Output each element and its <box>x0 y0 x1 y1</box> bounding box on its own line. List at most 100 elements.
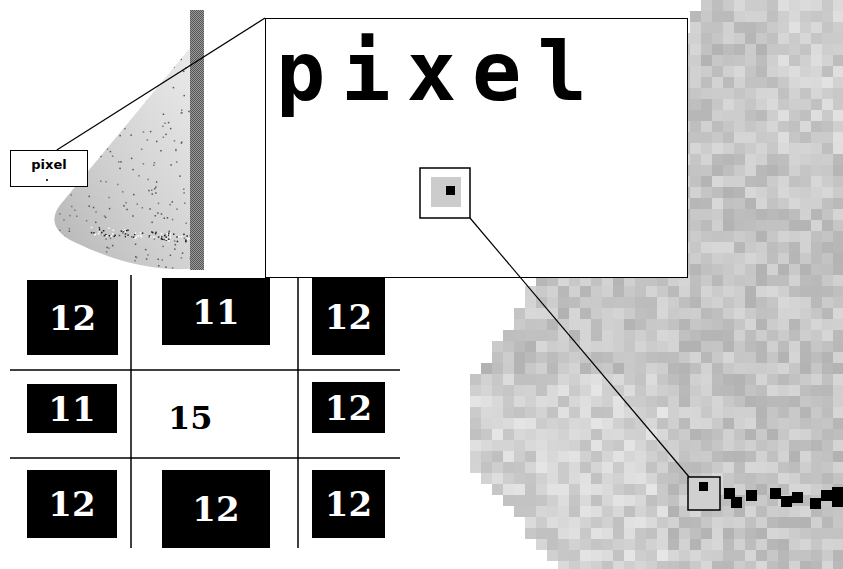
image-pixel <box>789 176 800 187</box>
image-pixel <box>811 99 822 110</box>
image-pixel <box>492 385 503 396</box>
image-pixel <box>778 253 789 264</box>
image-pixel <box>591 319 602 330</box>
image-pixel <box>591 451 602 462</box>
image-speck <box>183 95 185 97</box>
image-speck <box>138 175 140 177</box>
image-pixel <box>613 451 624 462</box>
image-pixel <box>591 506 602 517</box>
image-pixel <box>492 352 503 363</box>
image-pixel <box>701 528 712 539</box>
image-speck <box>131 236 133 238</box>
image-pixel <box>833 451 843 462</box>
image-pixel <box>833 209 843 220</box>
image-speck <box>122 232 124 234</box>
image-pixel <box>701 11 712 22</box>
image-pixel <box>789 363 800 374</box>
image-pixel <box>756 385 767 396</box>
image-pixel <box>558 374 569 385</box>
image-pixel <box>591 495 602 506</box>
image-pixel <box>833 187 843 198</box>
image-pixel <box>756 22 767 33</box>
image-pixel <box>822 451 833 462</box>
image-speck <box>83 247 85 249</box>
image-pixel <box>536 330 547 341</box>
image-pixel <box>734 517 745 528</box>
image-pixel <box>723 539 734 550</box>
image-pixel <box>690 110 701 121</box>
image-speck <box>123 230 125 232</box>
image-pixel <box>811 451 822 462</box>
image-pixel <box>756 473 767 484</box>
image-pixel <box>723 451 734 462</box>
grid-line <box>130 275 132 548</box>
image-pixel <box>558 440 569 451</box>
image-pixel <box>833 121 843 132</box>
image-pixel <box>558 341 569 352</box>
image-speck <box>137 203 139 205</box>
image-pixel <box>602 330 613 341</box>
image-speck <box>135 233 137 235</box>
zoom-pixel-ground <box>431 177 461 207</box>
image-pixel <box>811 264 822 275</box>
image-pixel <box>822 198 833 209</box>
image-pixel <box>811 517 822 528</box>
image-pixel <box>756 99 767 110</box>
image-speck <box>143 163 145 165</box>
image-pixel <box>580 374 591 385</box>
image-pixel <box>690 440 701 451</box>
image-pixel <box>822 561 833 569</box>
image-pixel <box>789 528 800 539</box>
image-pixel <box>657 396 668 407</box>
image-speck <box>165 43 167 45</box>
image-pixel <box>558 352 569 363</box>
image-speck <box>153 165 155 167</box>
image-pixel <box>525 528 536 539</box>
image-pixel <box>789 77 800 88</box>
image-speck <box>124 229 126 231</box>
image-pixel <box>800 253 811 264</box>
image-pixel <box>624 429 635 440</box>
image-pixel <box>646 319 657 330</box>
image-pixel <box>745 264 756 275</box>
image-speck <box>122 191 124 193</box>
image-pixel <box>712 451 723 462</box>
image-pixel <box>547 462 558 473</box>
image-speck <box>69 215 71 217</box>
image-pixel <box>635 473 646 484</box>
image-speck <box>110 238 112 240</box>
image-pixel <box>701 55 712 66</box>
image-pixel <box>789 143 800 154</box>
image-speck <box>132 44 134 46</box>
image-pixel <box>536 341 547 352</box>
value-cell: 12 <box>27 470 117 538</box>
image-speck <box>158 49 160 51</box>
image-pixel <box>712 110 723 121</box>
image-pixel <box>756 429 767 440</box>
image-pixel <box>800 451 811 462</box>
image-pixel <box>778 550 789 561</box>
image-pixel <box>690 418 701 429</box>
image-pixel <box>470 385 481 396</box>
image-pixel <box>833 264 843 275</box>
image-pixel <box>767 33 778 44</box>
image-pixel <box>481 385 492 396</box>
image-speck <box>181 109 183 111</box>
image-pixel <box>745 176 756 187</box>
image-speck <box>150 131 152 133</box>
image-pixel <box>624 506 635 517</box>
image-pixel <box>690 231 701 242</box>
image-speck <box>156 141 158 143</box>
image-pixel <box>822 539 833 550</box>
image-pixel <box>822 528 833 539</box>
image-pixel <box>547 418 558 429</box>
image-pixel <box>778 308 789 319</box>
image-pixel <box>745 22 756 33</box>
image-speck <box>183 71 185 73</box>
image-speck <box>174 140 176 142</box>
image-pixel <box>525 418 536 429</box>
image-speck <box>132 81 134 83</box>
image-pixel <box>525 341 536 352</box>
image-pixel <box>756 187 767 198</box>
image-pixel <box>657 319 668 330</box>
